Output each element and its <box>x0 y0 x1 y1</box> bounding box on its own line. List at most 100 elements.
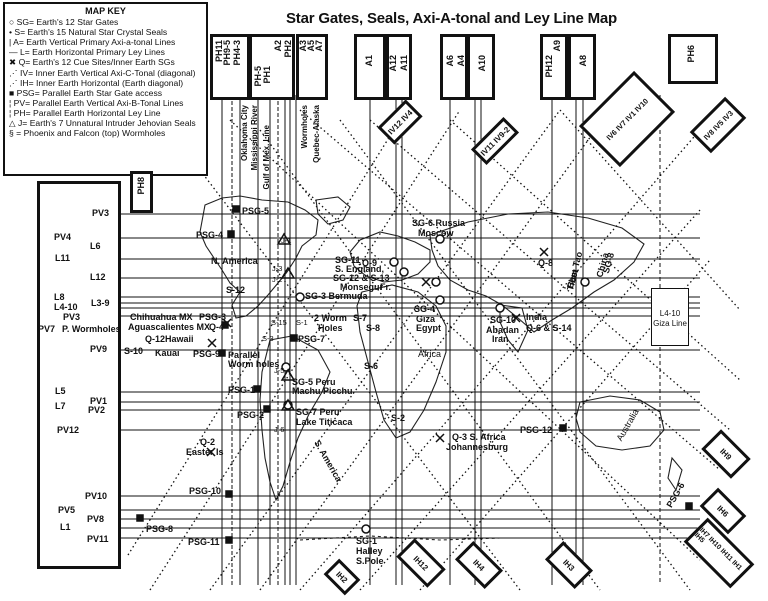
top-box-ph12 <box>540 34 568 100</box>
ih-box-label: IH12 <box>411 553 431 573</box>
label-ph2: PH2 <box>283 40 293 58</box>
place-machu-picchu: Machu Picchu <box>292 386 353 396</box>
map-key-row: ¦ PV= Parallel Earth Vertical Axi-B-Tona… <box>9 98 202 108</box>
map-key-text: = Phoenix and Falcon (top) Wormholes <box>16 128 166 139</box>
label-a11: A11 <box>399 55 409 72</box>
psg6-square <box>685 502 693 510</box>
place-s8: S-8 <box>366 323 381 333</box>
ih-box-label: IH6 <box>715 503 731 519</box>
label-a3: A3 <box>298 40 308 52</box>
map-key-row: ✖ Q= Earth's 12 Cue Sites/Inner Earth SG… <box>9 57 202 67</box>
giza-line-box: L4-10 Giza Line <box>651 288 689 346</box>
map-key-text: A= Earth Vertical Primary Axi-a-tonal Li… <box>13 37 176 48</box>
place-psg9: PSG-9 <box>193 349 221 359</box>
q2-x <box>206 447 216 457</box>
q12-x <box>207 338 217 348</box>
label-ph9-5: PH9-5 <box>222 40 232 66</box>
line-label-pv12: PV12 <box>57 425 80 435</box>
line-label-l5: L5 <box>55 386 66 396</box>
place-psg12: PSG-12 <box>520 425 553 435</box>
line-label-l8: L8 <box>54 292 65 302</box>
place-abadan: Abadan <box>486 325 520 335</box>
map-key-row: § = Phoenix and Falcon (top) Wormholes <box>9 128 202 138</box>
wormhole-icon: § <box>9 128 17 139</box>
sg10-marker <box>495 303 505 313</box>
label-a7: A7 <box>314 40 324 52</box>
label-mississippi: Mississippi River <box>250 105 259 171</box>
sg12-marker <box>399 267 409 277</box>
line-label-pv5: PV5 <box>58 505 76 515</box>
place-holes: Holes <box>318 323 343 333</box>
place-s12: S-12 <box>226 285 246 295</box>
place-q12: Q-12Hawaii <box>145 334 194 344</box>
diagonal-dotted-lines <box>127 109 741 591</box>
top-box-a12 <box>386 34 412 100</box>
q8-x <box>421 277 431 287</box>
top-box-a10 <box>467 34 495 100</box>
psg7-square <box>290 334 298 342</box>
label-ph12: PH12 <box>544 55 554 78</box>
place-s-england: S. England, <box>335 264 385 274</box>
q6-x <box>511 313 521 323</box>
map-key-row: | A= Earth Vertical Primary Axi-a-tonal … <box>9 37 202 47</box>
label-a6: A6 <box>445 55 455 67</box>
place-sg3: SG-3 Bermuda <box>305 291 368 301</box>
sg6-marker <box>435 234 445 244</box>
dotted-line-icon: ⋰ <box>9 67 20 78</box>
place-sg12: SG-12 & S-13 <box>333 273 390 283</box>
horizontal-ley-lines <box>121 213 700 539</box>
place-kauai: Kauai <box>155 348 180 358</box>
place-psg1: PSG-1 <box>228 385 256 395</box>
label-a4: A4 <box>456 55 466 67</box>
place-s6: S-6 <box>364 361 379 371</box>
psg5-square <box>232 205 240 213</box>
ph8-box <box>130 171 153 213</box>
place-sg6: SG-6 Russia <box>412 218 466 228</box>
place-q6: Q-6 & S-14 <box>526 323 572 333</box>
place-s3: S-3 <box>262 334 274 343</box>
map-key-row: • S= Earth's 15 Natural Star Crystal Sea… <box>9 27 202 37</box>
map-key-text: IV= Inner Earth Vertical Axi-C-Tonal (di… <box>19 67 196 78</box>
ih-box-label: IH4 <box>471 557 487 573</box>
sg3-marker <box>295 292 305 302</box>
q9-x <box>539 247 549 257</box>
place-psg4: PSG-4 <box>196 230 224 240</box>
map-key-text: L= Earth Horizontal Primary Ley Lines <box>19 47 165 58</box>
place-s10: S-10 <box>124 346 144 356</box>
psg1-square <box>253 385 261 393</box>
place-2-worm: 2 Worm <box>314 313 347 323</box>
place-j6: J-6 <box>274 425 285 434</box>
label-a1: A1 <box>364 55 374 67</box>
place-sg11: SG-11 <box>335 255 361 265</box>
place-sg1: SG-1 <box>356 536 378 546</box>
psg4-square <box>227 230 235 238</box>
place-sg5: SG-5 Peru <box>292 377 336 387</box>
map-key-text: S= Earth's 15 Natural Star Crystal Seals <box>14 27 168 38</box>
place-psg5: PSG-5 <box>242 206 270 216</box>
place-q4: Q-4 <box>209 322 225 332</box>
top-box-a3-a7 <box>296 34 328 100</box>
map-key-row: — L= Earth Horizontal Primary Ley Lines <box>9 47 202 57</box>
psg2-square <box>263 405 271 413</box>
line-label-l1: L1 <box>60 522 71 532</box>
label-a8: A8 <box>578 55 588 67</box>
horizontal-line-icon: — <box>9 47 20 58</box>
map-markers <box>136 205 693 544</box>
line-label-pv8: PV8 <box>87 514 105 524</box>
x-mark-icon: ✖ <box>9 57 19 68</box>
psg11-square <box>225 536 233 544</box>
line-label-pv9: PV9 <box>90 344 108 354</box>
line-label-l6: L6 <box>90 241 101 251</box>
line-label-pv3b: PV3 <box>63 312 81 322</box>
ih-box-label: IH3 <box>561 557 577 573</box>
map-title: Star Gates, Seals, Axi-A-tonal and Ley L… <box>286 10 617 27</box>
label-a10: A10 <box>477 55 487 72</box>
place-q9: Q-9 <box>362 258 378 268</box>
map-key-row: △ J= Earth's 7 Unnatural Intruder Jehovi… <box>9 118 202 128</box>
place-j3: J-3 <box>272 264 283 273</box>
map-key-text: IH= Inner Earth Horizontal (Earth diagon… <box>19 77 184 88</box>
map-key-text: PSG= Parallel Earth Star Gate access <box>16 87 163 98</box>
dotted-line-icon: ⋰ <box>9 77 20 88</box>
place-psg2: PSG-2 <box>237 410 265 420</box>
